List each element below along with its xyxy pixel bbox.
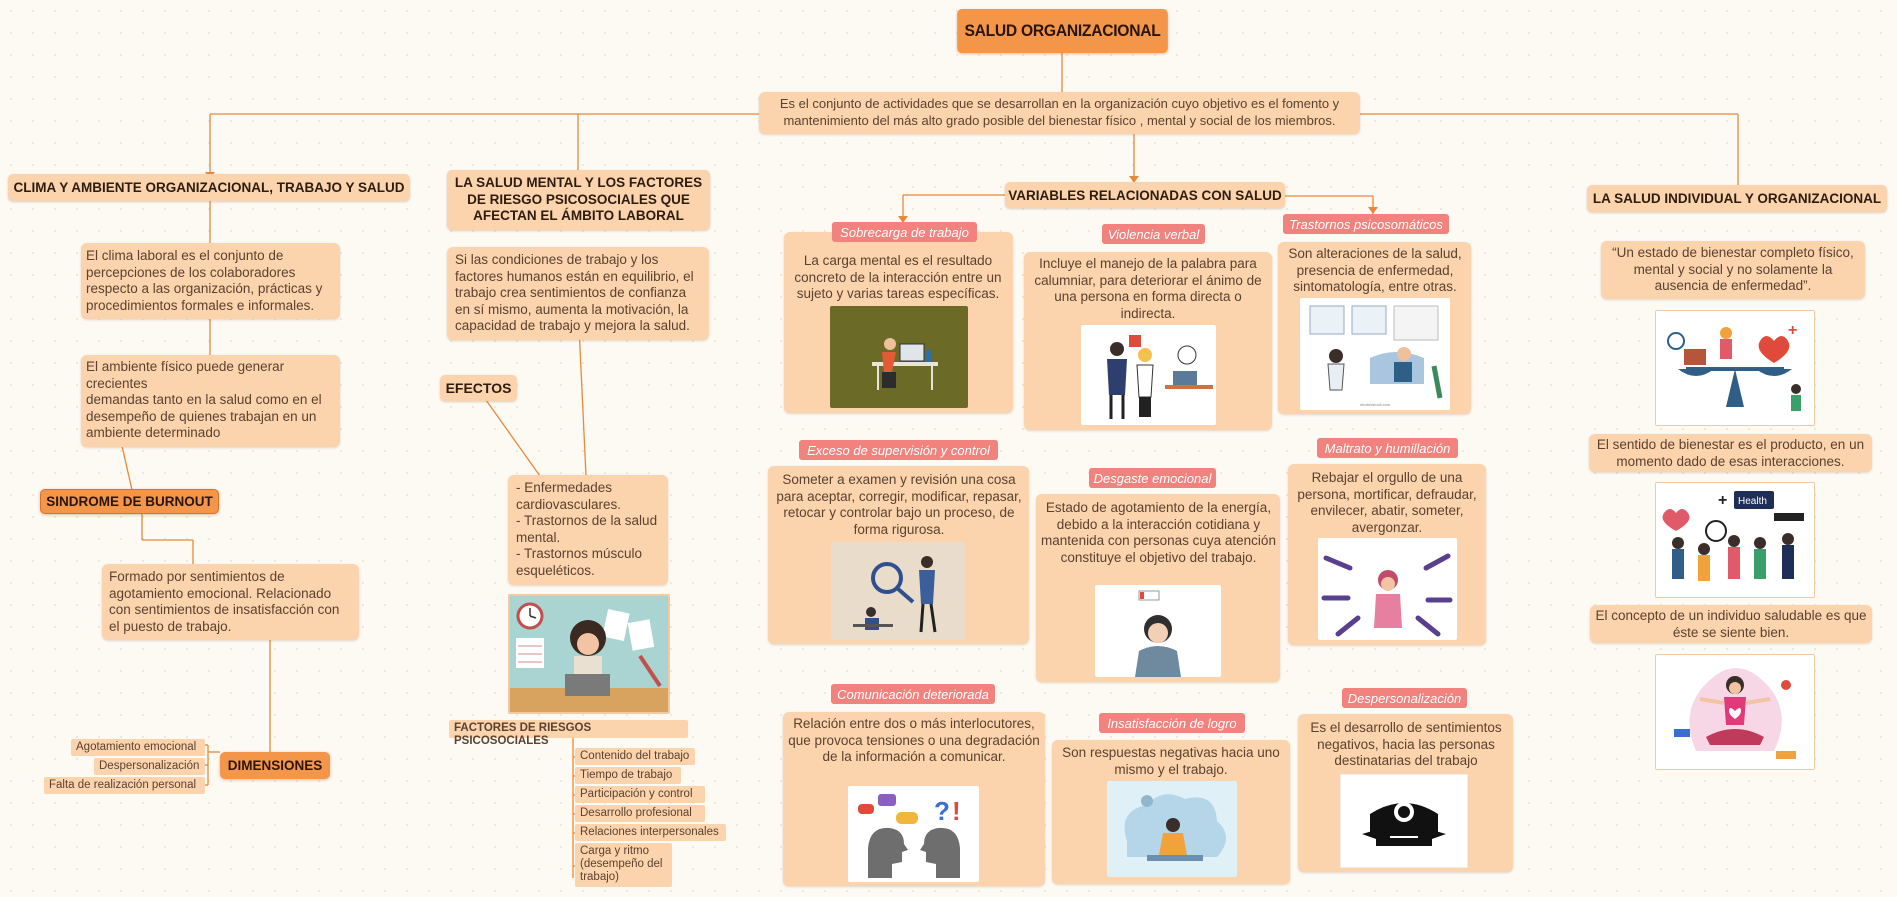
variable-label-insatisfaccion: Insatisfacción de logro: [1099, 713, 1245, 733]
factores-heading: FACTORES DE RIESGOS PSICOSOCIALES: [449, 720, 688, 747]
svg-text:shutterstock.com: shutterstock.com: [1360, 402, 1391, 407]
efectos-list: - Enfermedades cardiovasculares. - Trast…: [508, 475, 668, 585]
psychosomatic-illustration: shutterstock.com: [1300, 298, 1450, 410]
concepto-box: El concepto de un individuo saludable es…: [1590, 605, 1872, 643]
burnout-heading: SINDROME DE BURNOUT: [40, 489, 219, 514]
variable-label-desgaste: Desgaste emocional: [1089, 468, 1216, 488]
health-sign-text: Health: [1738, 496, 1767, 507]
factor-item: Participación y control: [575, 786, 705, 803]
verbal-violence-illustration: [1081, 325, 1216, 425]
salud-mental-desc: Si las condiciones de trabajo y los fact…: [447, 247, 709, 340]
definition-box: Es el conjunto de actividades que se des…: [759, 92, 1360, 134]
burnout-desc: Formado por sentimientos de agotamiento …: [102, 564, 359, 640]
supervision-illustration: [831, 542, 965, 640]
salud-mental-heading: LA SALUD MENTAL Y LOS FACTORES DE RIESGO…: [447, 170, 710, 230]
variable-text-despersonalizacion: Es el desarrollo de sentimientos negativ…: [1310, 720, 1502, 768]
quote-box: “Un estado de bienestar completo físico,…: [1601, 241, 1865, 299]
emotional-exhaustion-illustration: [1095, 585, 1221, 677]
variable-label-maltrato: Maltrato y humillación: [1317, 438, 1458, 458]
variable-text-insatisfaccion: Son respuestas negativas hacia uno mismo…: [1062, 745, 1280, 777]
svg-text:+: +: [1788, 322, 1797, 339]
factor-item: Tiempo de trabajo: [575, 767, 681, 784]
variable-label-violencia: Violencia verbal: [1102, 224, 1205, 244]
factor-item: Relaciones interpersonales: [575, 824, 726, 841]
variable-text-maltrato: Rebajar el orgullo de una persona, morti…: [1297, 470, 1477, 535]
page-title: SALUD ORGANIZACIONAL: [957, 9, 1168, 53]
overworked-office-illustration: [830, 306, 968, 408]
dim-item: Despersonalización: [94, 758, 205, 775]
communication-illustration: ? !: [848, 786, 979, 882]
svg-text:!: !: [952, 796, 961, 826]
variable-label-supervision: Exceso de supervisión y control: [799, 440, 998, 460]
efectos-heading: EFECTOS: [440, 375, 517, 401]
dim-item: Agotamiento emocional: [71, 739, 205, 756]
depersonalization-illustration: [1340, 774, 1468, 868]
health-team-illustration: + Health: [1655, 482, 1815, 598]
variable-text-sobrecarga: La carga mental es el resultado concreto…: [794, 253, 1002, 301]
yoga-illustration: [1655, 654, 1815, 770]
humiliation-illustration: [1318, 538, 1457, 640]
variable-label-sobrecarga: Sobrecarga de trabajo: [832, 222, 977, 242]
variables-heading: VARIABLES RELACIONADAS CON SALUD: [1005, 182, 1285, 208]
svg-text:+: +: [1718, 492, 1727, 509]
dissatisfaction-illustration: [1107, 781, 1237, 877]
variable-label-comunicacion: Comunicación deteriorada: [831, 684, 995, 704]
dimensiones-heading: DIMENSIONES: [220, 752, 330, 779]
dim-item: Falta de realización personal: [44, 777, 205, 794]
bienestar-box: El sentido de bienestar es el producto, …: [1589, 434, 1872, 472]
wellbeing-balance-illustration: +: [1655, 310, 1815, 426]
salud-individual-heading: LA SALUD INDIVIDUAL Y ORGANIZACIONAL: [1587, 185, 1887, 212]
variable-text-trastornos: Son alteraciones de la salud, presencia …: [1288, 246, 1462, 294]
variable-text-comunicacion: Relación entre dos o más interlocutores,…: [788, 716, 1040, 764]
variable-label-despersonalizacion: Despersonalización: [1342, 688, 1467, 708]
variable-label-trastornos: Trastornos psicosomáticos: [1283, 214, 1449, 234]
factor-item: Carga y ritmo (desempeño del trabajo): [575, 843, 672, 887]
factor-item: Desarrollo profesional: [575, 805, 705, 822]
ambiente-box: El ambiente físico puede generar crecien…: [81, 355, 340, 447]
factor-item: Contenido del trabajo: [575, 748, 695, 765]
stressed-worker-illustration: [508, 594, 670, 714]
variable-text-desgaste: Estado de agotamiento de la energía, deb…: [1041, 500, 1276, 565]
clima-box: El clima laboral es el conjunto de perce…: [81, 243, 340, 319]
clima-heading: CLIMA Y AMBIENTE ORGANIZACIONAL, TRABAJO…: [8, 174, 410, 201]
variable-text-supervision: Someter a examen y revisión una cosa par…: [776, 472, 1022, 537]
svg-text:?: ?: [934, 796, 950, 826]
variable-text-violencia: Incluye el manejo de la palabra para cal…: [1034, 256, 1262, 321]
